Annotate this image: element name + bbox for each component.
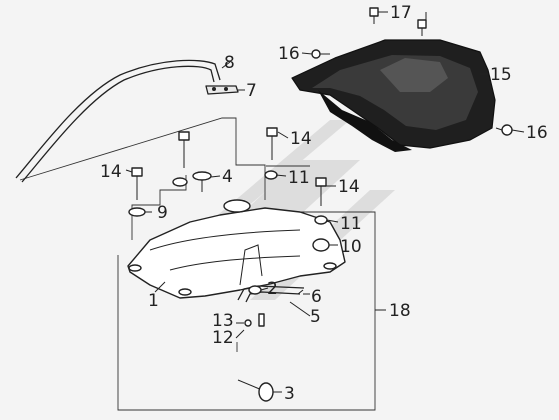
- callout-14-upper: 14: [290, 129, 312, 149]
- callout-17: 17: [390, 3, 412, 23]
- callout-14-left: 14: [100, 162, 122, 182]
- callout-11-upper: 11: [288, 168, 310, 188]
- callout-2: 2: [267, 279, 278, 299]
- callout-labels: 1 2 3 4 5 6 7 8 9 10 11 11 12 13 14 14 1…: [100, 3, 548, 404]
- callout-11-lower: 11: [340, 214, 362, 234]
- small-clip-part: [297, 289, 304, 295]
- leader-lines: [125, 11, 525, 393]
- callout-1: 1: [148, 291, 159, 311]
- callout-14-right: 14: [338, 177, 360, 197]
- callout-16-right: 16: [526, 123, 548, 143]
- callout-18: 18: [389, 301, 411, 321]
- fuel-cap-part: [192, 171, 212, 192]
- fuel-tank-part: [127, 199, 346, 299]
- callout-8: 8: [224, 53, 235, 73]
- bolt-parts: [131, 127, 327, 206]
- callout-10: 10: [340, 237, 362, 257]
- callout-9: 9: [157, 203, 168, 223]
- callout-4: 4: [222, 167, 233, 187]
- callout-16-left: 16: [278, 44, 300, 64]
- callout-7: 7: [246, 81, 257, 101]
- hose-part: [15, 59, 221, 183]
- callout-5: 5: [310, 307, 321, 327]
- clamp-part: [248, 285, 262, 295]
- tank-cover-part: [291, 39, 496, 152]
- callout-12: 12: [212, 328, 234, 348]
- callout-6: 6: [311, 287, 322, 307]
- callout-13: 13: [212, 311, 234, 331]
- hose-clip-part: [205, 85, 239, 95]
- callout-3: 3: [284, 384, 295, 404]
- callout-15: 15: [490, 65, 512, 85]
- drain-screw-part: [237, 379, 274, 402]
- small-washer-parts: [236, 313, 265, 352]
